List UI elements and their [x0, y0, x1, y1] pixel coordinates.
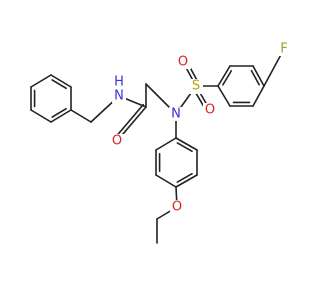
atom-label-so-o2: O [205, 103, 215, 118]
atom-label-nh-h: H [114, 75, 124, 90]
benzyl-ring-bond-2-inner [51, 107, 67, 118]
benzyl-ring-bond-4-inner [51, 79, 67, 90]
atom-nh: N H [112, 75, 126, 104]
benzyl-ring-bond-5 [30, 74, 52, 88]
atom-sulfonyl-o-1: O [176, 55, 191, 70]
atom-label-sulfonamide-n: N [171, 107, 181, 122]
ethoxyphenyl-ring-bond-3 [175, 174, 198, 188]
fluorophenyl-ring-bond-0 [217, 65, 231, 87]
atom-label-so-o1: O [178, 55, 188, 70]
atom-sulfonyl-o-2: O [203, 103, 218, 118]
ethoxyphenyl-ring-bond-0 [155, 137, 177, 151]
atom-label-ether-o: O [172, 200, 182, 215]
atom-ether-o: O [170, 200, 185, 215]
atom-sulfur: S [189, 79, 203, 94]
benzyl-ring-bond-1 [30, 109, 52, 123]
ethoxyphenyl-ring-bond-5-inner [176, 142, 193, 153]
ethoxyphenyl-ring-bond-2 [155, 174, 177, 188]
ethoxyphenyl-ring-bond-3-inner [176, 172, 193, 183]
benzyl-ring-bond-2 [50, 109, 72, 123]
fluorophenyl-ring-bond-2-inner [250, 69, 260, 86]
atom-label-nh-n: N [114, 89, 124, 104]
ethoxyphenyl-ring-bond-5 [175, 137, 198, 151]
fluorophenyl-ring-bond-5 [217, 85, 231, 107]
bond-ring-ch2 [70, 109, 92, 123]
fluorophenyl-ring-bond-3 [252, 85, 265, 107]
atom-label-f: F [280, 42, 287, 57]
bond-carbonyl-o-inner [113, 103, 145, 140]
atom-label-amide-o: O [112, 134, 122, 149]
atom-label-s: S [192, 79, 200, 94]
benzyl-ring-bond-4 [50, 74, 72, 88]
atom-fluorine: F [277, 42, 291, 57]
bond-layer [30, 48, 285, 244]
atom-amide-o: O [110, 134, 125, 149]
atom-layer: N H O N S O O [110, 42, 291, 215]
fluorophenyl-ring-bond-2 [252, 65, 265, 87]
fluorophenyl-ring-bond-0-inner [222, 70, 233, 86]
atom-sulfonamide-n: N [169, 107, 183, 122]
molecule-structure: N H O N S O O [30, 41, 291, 244]
